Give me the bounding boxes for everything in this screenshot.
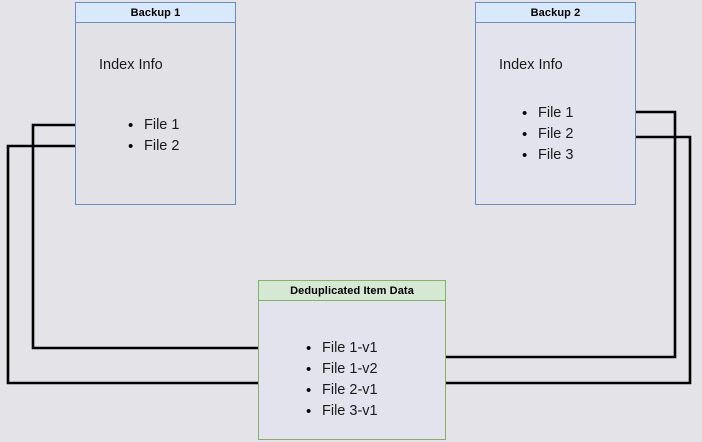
list-item[interactable]: File 1-v1 [306, 338, 378, 359]
list-item[interactable]: File 1-v2 [306, 359, 378, 380]
backup-1-index-label: Index Info [99, 57, 163, 73]
list-item[interactable]: File 1 [128, 115, 179, 136]
connector-backup1-file2-to-file2v1 [6, 144, 298, 387]
backup-1-body: Index Info File 1 File 2 [75, 23, 236, 205]
backup-1-title: Backup 1 [75, 2, 236, 23]
backup-2-index-label: Index Info [499, 57, 563, 73]
list-item[interactable]: File 1 [522, 103, 573, 124]
list-item[interactable]: File 3 [522, 145, 573, 166]
deduplicated-item-data-box[interactable]: Deduplicated Item Data File 1-v1 File 1-… [258, 280, 446, 440]
backup-1-box[interactable]: Backup 1 Index Info File 1 File 2 [75, 2, 236, 205]
deduplicated-item-data-body: File 1-v1 File 1-v2 File 2-v1 File 3-v1 [258, 301, 446, 440]
deduplicated-file-list: File 1-v1 File 1-v2 File 2-v1 File 3-v1 [306, 338, 378, 422]
backup-2-title: Backup 2 [475, 2, 636, 23]
list-item[interactable]: File 2-v1 [306, 380, 378, 401]
backup-2-box[interactable]: Backup 2 Index Info File 1 File 2 File 3 [475, 2, 636, 205]
list-item[interactable]: File 3-v1 [306, 401, 378, 422]
list-item[interactable]: File 2 [522, 124, 573, 145]
backup-2-file-list: File 1 File 2 File 3 [522, 103, 573, 166]
list-item[interactable]: File 2 [128, 136, 179, 157]
deduplicated-item-data-title: Deduplicated Item Data [258, 280, 446, 301]
backup-2-body: Index Info File 1 File 2 File 3 [475, 23, 636, 205]
backup-1-file-list: File 1 File 2 [128, 115, 179, 157]
